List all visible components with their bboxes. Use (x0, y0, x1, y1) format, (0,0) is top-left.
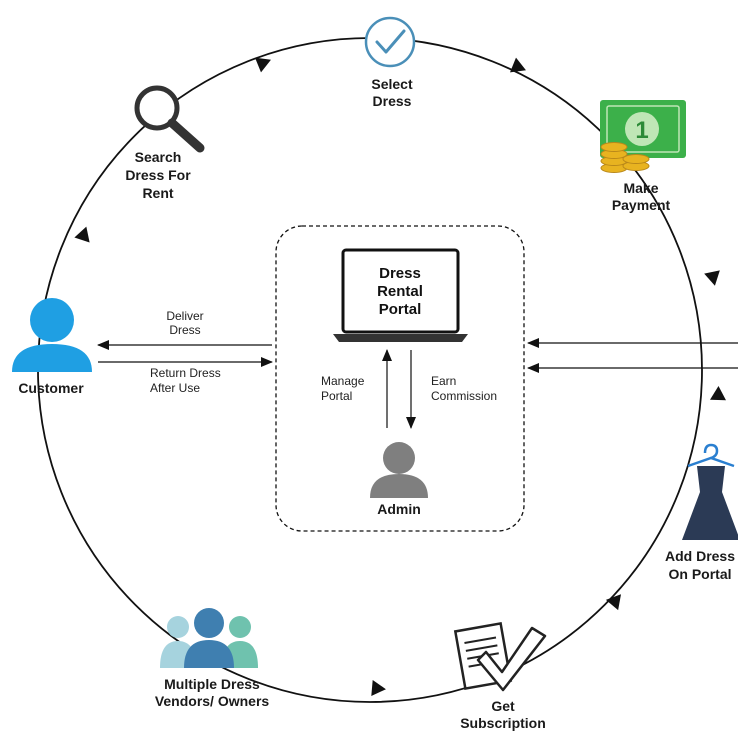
svg-text:1: 1 (635, 117, 648, 144)
customer-label: Customer (18, 380, 84, 396)
document-checkmark-icon (453, 621, 547, 692)
search-label-2: Dress For (125, 167, 191, 183)
cycle-arrows (74, 57, 726, 696)
vendors-label-1: Multiple Dress (164, 676, 260, 692)
magnifier-icon (134, 85, 205, 153)
payment-label-2: Payment (612, 197, 671, 213)
subscription-label-1: Get (491, 698, 515, 714)
portal-label-1: Dress (379, 265, 421, 282)
portal-label-3: Portal (379, 301, 422, 318)
portal-box (275, 225, 525, 532)
customer-person-icon (12, 298, 92, 372)
search-label-3: Rent (142, 185, 173, 201)
deliver-label-1: Deliver (166, 309, 203, 323)
money-icon: 1 (600, 100, 686, 173)
add-dress-label-2: On Portal (668, 566, 731, 582)
cycle-arrow-1 (255, 57, 271, 73)
earn-label-2: Commission (431, 389, 497, 403)
cycle-arrow-3 (704, 270, 720, 286)
select-dress-label-2: Dress (373, 93, 412, 109)
dress-on-hanger-icon (682, 443, 738, 540)
earn-label-1: Earn (431, 374, 456, 388)
portal-label-2: Rental (377, 283, 423, 300)
vendors-label-2: Vendors/ Owners (155, 693, 270, 709)
cycle-arrow-5 (605, 594, 621, 611)
cycle-arrow-2 (510, 57, 526, 73)
cycle-arrow-6 (371, 680, 386, 696)
people-group-icon (160, 608, 258, 668)
deliver-label-2: Dress (169, 323, 200, 337)
cycle-arrow-4 (710, 386, 726, 401)
payment-label-1: Make (623, 180, 658, 196)
admin-person-icon (370, 442, 428, 498)
manage-label-1: Manage (321, 374, 365, 388)
select-dress-label-1: Select (371, 76, 413, 92)
admin-label: Admin (377, 501, 421, 517)
return-label-1: Return Dress (150, 366, 221, 380)
subscription-label-2: Subscription (460, 715, 546, 731)
manage-label-2: Portal (321, 389, 352, 403)
search-label-1: Search (135, 149, 182, 165)
add-dress-label-1: Add Dress (665, 548, 735, 564)
return-label-2: After Use (150, 381, 200, 395)
cycle-arrow-7 (74, 226, 90, 243)
checkmark-circle-icon (364, 16, 416, 68)
laptop-icon (333, 248, 468, 342)
